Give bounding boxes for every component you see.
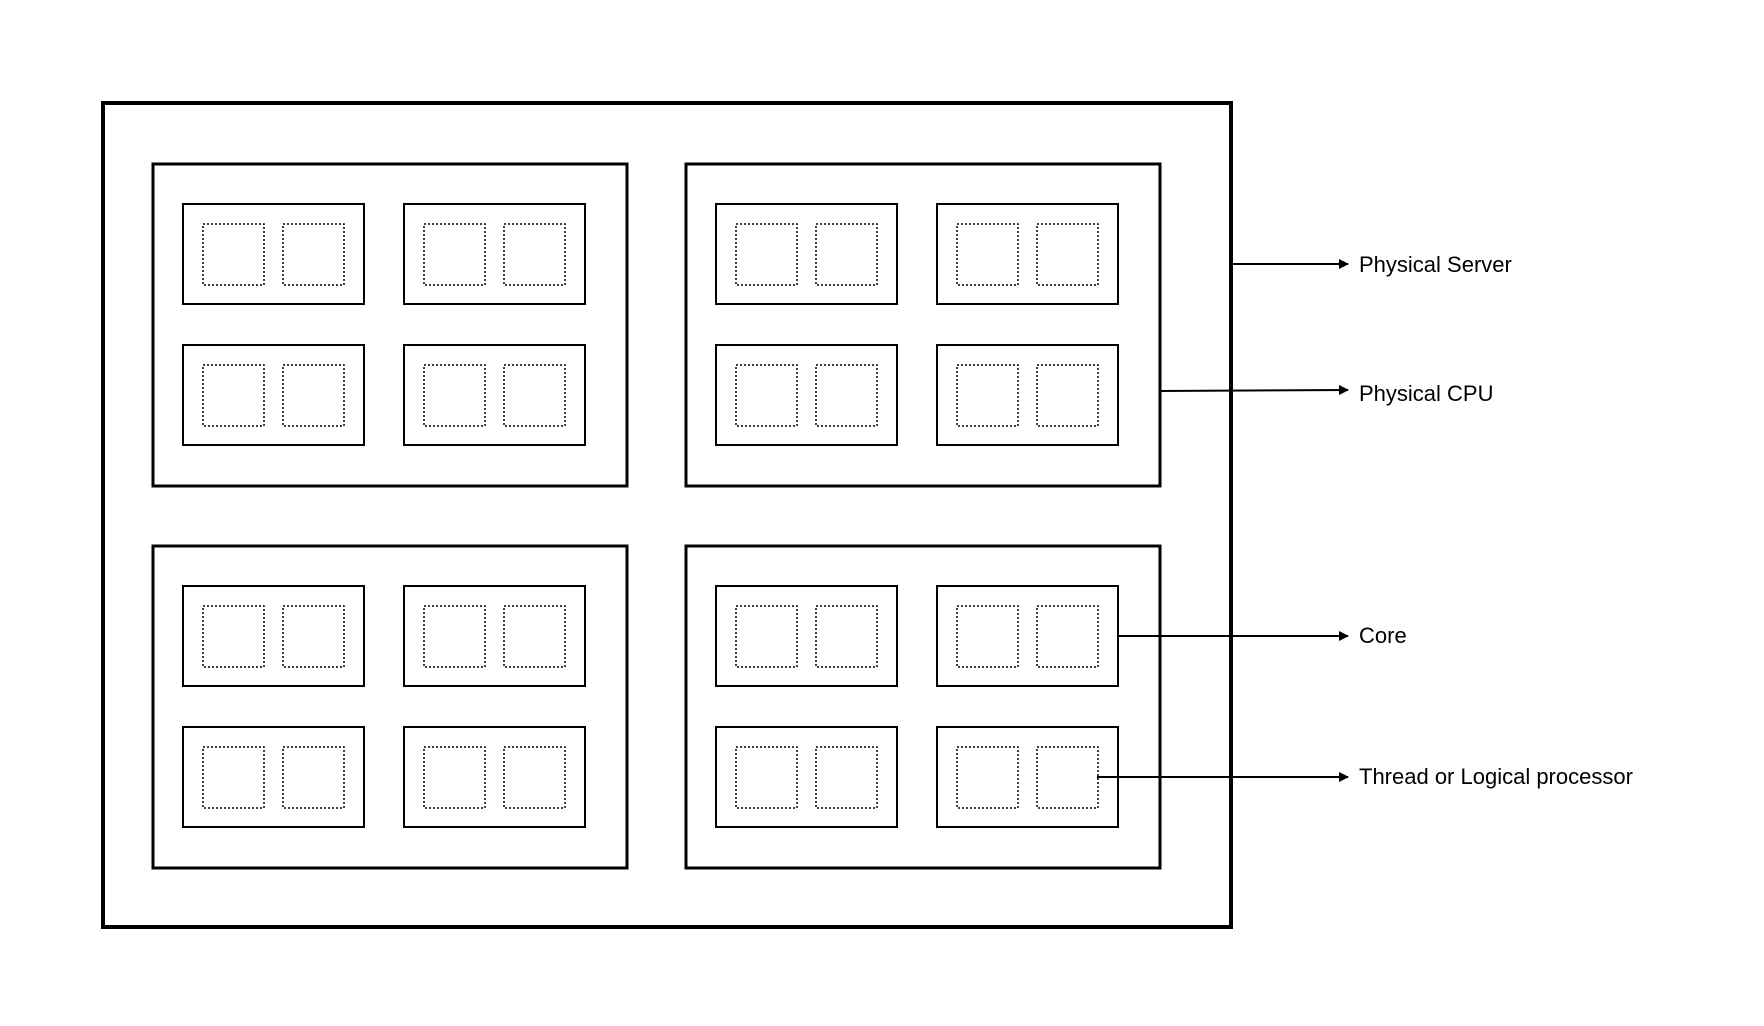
- legend-arrows: [1097, 259, 1349, 782]
- thread-box: [282, 223, 345, 286]
- thread-box: [282, 605, 345, 668]
- thread-box: [1036, 223, 1099, 286]
- core-box: [936, 203, 1119, 305]
- physical-cpu-arrow: [1158, 385, 1349, 396]
- thread-box: [423, 605, 486, 668]
- thread-box: [423, 364, 486, 427]
- physical-cpu-box: [684, 162, 1162, 488]
- core-box: [936, 344, 1119, 446]
- thread-box: [1036, 746, 1099, 809]
- core-box: [182, 203, 365, 305]
- thread-box: [282, 746, 345, 809]
- core-box: [182, 585, 365, 687]
- core-box: [936, 585, 1119, 687]
- core-box: [715, 203, 898, 305]
- physical-cpu-box: [151, 544, 629, 870]
- thread-box: [503, 364, 566, 427]
- physical-cpu-label: Physical CPU: [1359, 381, 1493, 406]
- thread-box: [815, 746, 878, 809]
- core-box: [182, 344, 365, 446]
- thread-box: [735, 746, 798, 809]
- thread-box: [282, 364, 345, 427]
- thread-box: [202, 746, 265, 809]
- core-box: [182, 726, 365, 828]
- thread-box: [956, 364, 1019, 427]
- thread-box: [423, 746, 486, 809]
- thread-box: [956, 605, 1019, 668]
- thread-box: [956, 223, 1019, 286]
- core-box: [715, 585, 898, 687]
- thread-box: [735, 364, 798, 427]
- thread-box: [202, 223, 265, 286]
- physical-server-label: Physical Server: [1359, 252, 1512, 277]
- core-label: Core: [1359, 623, 1407, 648]
- thread-box: [1036, 364, 1099, 427]
- physical-cpu-box: [151, 162, 629, 488]
- core-box: [403, 726, 586, 828]
- thread-box: [815, 223, 878, 286]
- core-box: [403, 344, 586, 446]
- thread-box: [735, 223, 798, 286]
- thread-box: [202, 605, 265, 668]
- cpu-group: [151, 162, 1162, 870]
- thread-box: [815, 364, 878, 427]
- core-box: [403, 203, 586, 305]
- thread-box: [423, 223, 486, 286]
- physical-server-box: [101, 101, 1233, 929]
- thread-box: [1036, 605, 1099, 668]
- physical-cpu-box: [684, 544, 1162, 870]
- thread-box: [735, 605, 798, 668]
- core-box: [936, 726, 1119, 828]
- thread-box: [815, 605, 878, 668]
- thread-box: [503, 746, 566, 809]
- thread-box: [503, 605, 566, 668]
- core-box: [715, 344, 898, 446]
- thread-label: Thread or Logical processor: [1359, 764, 1633, 789]
- thread-box: [503, 223, 566, 286]
- thread-box: [202, 364, 265, 427]
- thread-box: [956, 746, 1019, 809]
- core-box: [715, 726, 898, 828]
- core-box: [403, 585, 586, 687]
